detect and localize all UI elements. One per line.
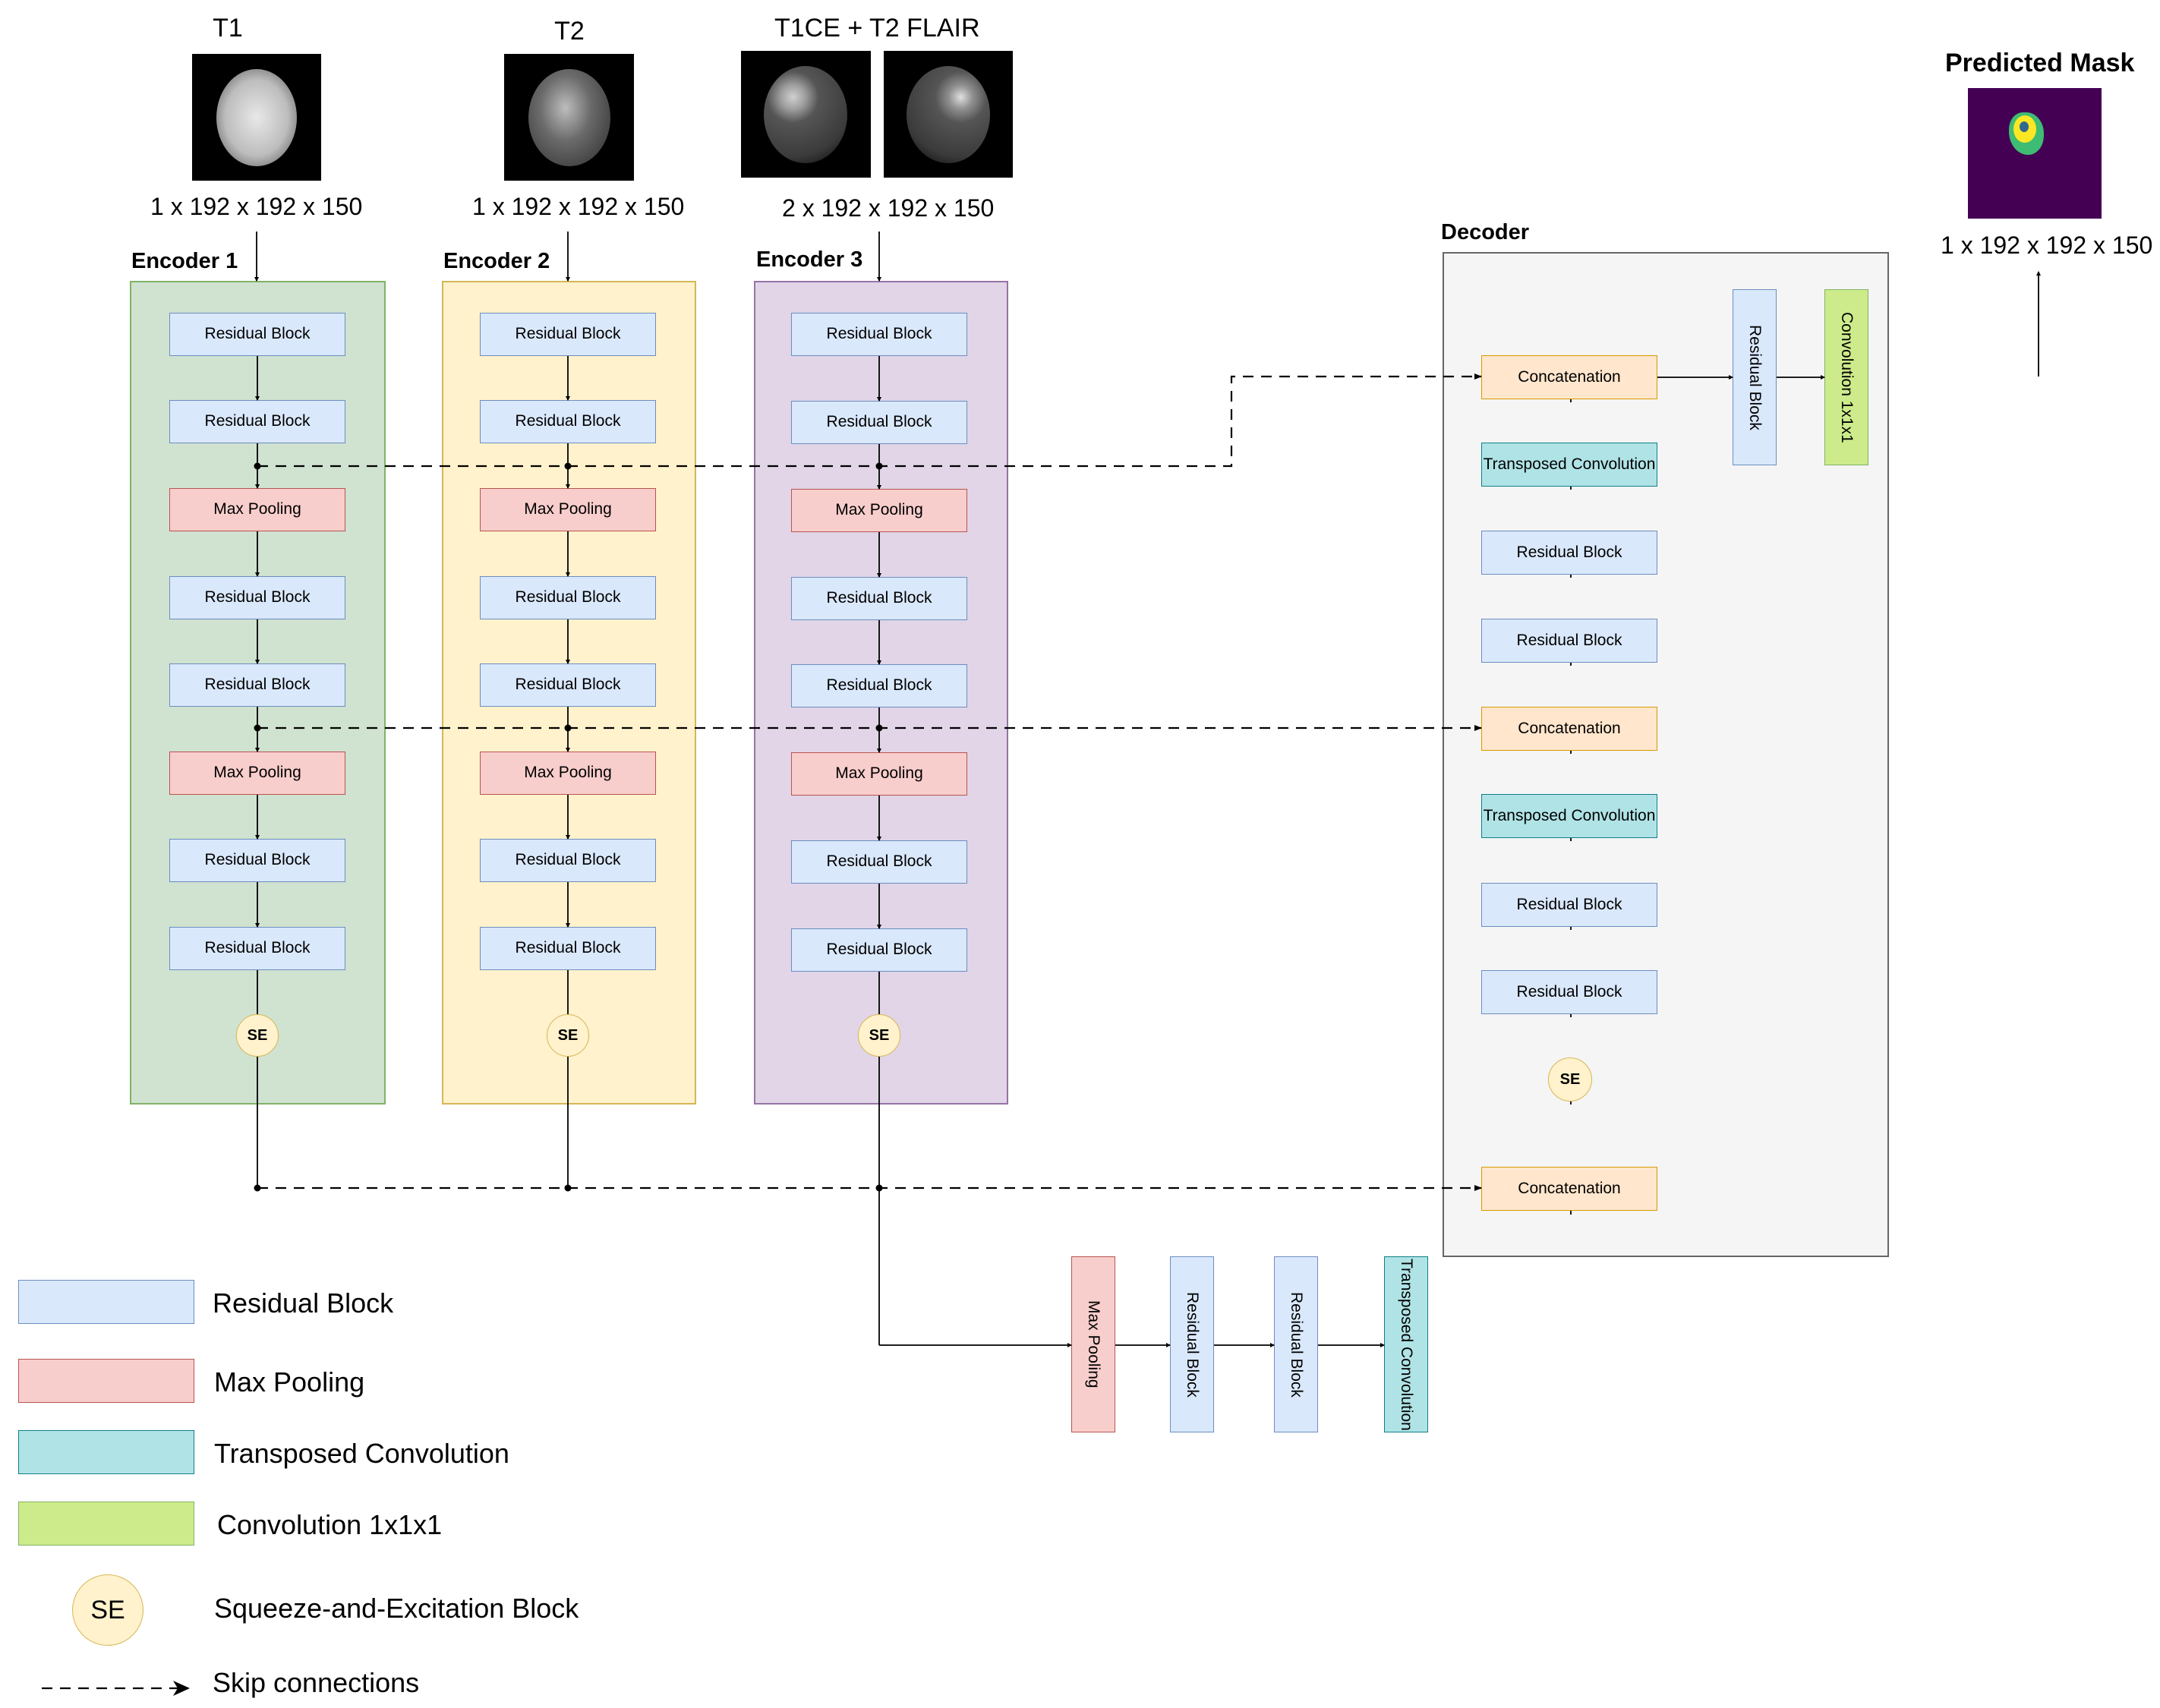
decoder-se-block: SE xyxy=(1548,1057,1592,1101)
decoder-concatenation: Concatenation xyxy=(1481,707,1657,751)
predicted-mask-title: Predicted Mask xyxy=(1945,49,2135,77)
legend-transposed-conv-label: Transposed Convolution xyxy=(214,1438,509,1469)
decoder-head-residual-block: Residual Block xyxy=(1733,289,1777,465)
predicted-mask-image xyxy=(1968,88,2102,219)
legend-skip-label: Skip connections xyxy=(213,1667,420,1698)
t1ce-scan-image xyxy=(741,51,871,178)
t2-scan-image xyxy=(504,54,634,181)
decoder-transposed-conv: Transposed Convolution xyxy=(1481,443,1657,487)
encoder-2-block: Residual Block xyxy=(480,313,656,356)
encoder-2-block: Residual Block xyxy=(480,400,656,443)
decoder-residual-block: Residual Block xyxy=(1481,883,1657,927)
legend-conv1x1-swatch xyxy=(18,1502,194,1546)
encoder-1-se-block: SE xyxy=(236,1014,279,1057)
encoder-2-se-block: SE xyxy=(547,1014,589,1057)
bottleneck-residual-block: Residual Block xyxy=(1274,1256,1318,1432)
encoder-2-block: Residual Block xyxy=(480,839,656,882)
output-dims: 1 x 192 x 192 x 150 xyxy=(1941,232,2153,259)
encoder-3-block: Residual Block xyxy=(791,928,967,972)
encoder-3-block: Max Pooling xyxy=(791,752,967,796)
encoder-1-block: Residual Block xyxy=(169,576,345,619)
encoder-2-block: Residual Block xyxy=(480,927,656,970)
legend-residual-label: Residual Block xyxy=(213,1287,394,1319)
legend-max-pooling-label: Max Pooling xyxy=(214,1366,365,1398)
encoder-1-block: Residual Block xyxy=(169,839,345,882)
legend-transposed-conv-swatch xyxy=(18,1430,194,1474)
decoder-bottom-concatenation: Concatenation xyxy=(1481,1167,1657,1211)
decoder-residual-block: Residual Block xyxy=(1481,970,1657,1014)
encoder-2-block: Max Pooling xyxy=(480,488,656,531)
encoder-1-block: Max Pooling xyxy=(169,752,345,795)
encoder-3-block: Residual Block xyxy=(791,313,967,356)
flair-scan-image xyxy=(884,51,1013,178)
legend-conv1x1-label: Convolution 1x1x1 xyxy=(217,1509,443,1540)
decoder-label: Decoder xyxy=(1441,220,1530,244)
skip-connection-1 xyxy=(257,373,1482,468)
decoder-concatenation: Concatenation xyxy=(1481,355,1657,399)
legend-residual-swatch xyxy=(18,1280,194,1324)
encoder-1-label: Encoder 1 xyxy=(131,249,238,273)
t1ce-flair-dims: 2 x 192 x 192 x 150 xyxy=(782,194,995,222)
bottleneck-residual-block: Residual Block xyxy=(1170,1256,1214,1432)
encoder-2-block: Max Pooling xyxy=(480,752,656,795)
legend-se-label: Squeeze-and-Excitation Block xyxy=(214,1593,579,1624)
t2-dims: 1 x 192 x 192 x 150 xyxy=(472,193,685,220)
encoder-2-label: Encoder 2 xyxy=(443,249,550,273)
bottleneck-max-pooling: Max Pooling xyxy=(1071,1256,1115,1432)
encoder-1-block: Residual Block xyxy=(169,400,345,443)
decoder-head-conv1x1: Convolution 1x1x1 xyxy=(1824,289,1868,465)
decoder-transposed-conv: Transposed Convolution xyxy=(1481,794,1657,838)
encoder-3-block: Residual Block xyxy=(791,577,967,620)
legend-se-symbol: SE xyxy=(72,1574,143,1646)
bottleneck-transposed-conv: Transposed Convolution xyxy=(1384,1256,1428,1432)
encoder-1-block: Residual Block xyxy=(169,927,345,970)
encoder-3-se-block: SE xyxy=(858,1014,900,1057)
encoder-3-block: Residual Block xyxy=(791,664,967,707)
encoder-3-block: Residual Block xyxy=(791,840,967,884)
legend-max-pooling-swatch xyxy=(18,1359,194,1403)
encoder-1-block: Residual Block xyxy=(169,663,345,707)
t2-title: T2 xyxy=(554,17,585,46)
t1-title: T1 xyxy=(213,14,243,43)
decoder-residual-block: Residual Block xyxy=(1481,531,1657,575)
t1-scan-image xyxy=(192,54,321,181)
t1ce-flair-title: T1CE + T2 FLAIR xyxy=(774,14,980,43)
decoder-container xyxy=(1443,252,1889,1257)
encoder-3-label: Encoder 3 xyxy=(756,247,863,272)
t1-dims: 1 x 192 x 192 x 150 xyxy=(150,193,363,220)
decoder-residual-block: Residual Block xyxy=(1481,619,1657,663)
encoder-3-block: Max Pooling xyxy=(791,489,967,532)
encoder-1-block: Residual Block xyxy=(169,313,345,356)
